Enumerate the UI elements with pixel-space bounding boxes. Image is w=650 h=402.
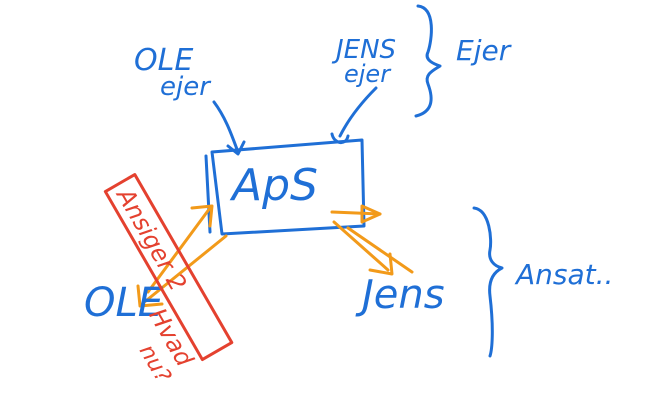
- owner-jens-name: JENS: [331, 35, 396, 65]
- owners-bracket-label: Ejer: [456, 34, 512, 67]
- owner-ole: OLE ejer: [134, 43, 212, 102]
- company-label: ApS: [229, 160, 318, 211]
- arrowhead-right-top: [360, 204, 382, 224]
- owner-ole-name: OLE: [134, 43, 193, 78]
- arrow-company-to-ole: [140, 234, 228, 306]
- red-annotation-box: [103, 173, 234, 362]
- arrow-jens-owner-to-company: [338, 86, 378, 138]
- owner-jens-role: ejer: [344, 60, 392, 88]
- arrow-right-top: [330, 210, 382, 216]
- employees-bracket: [472, 206, 504, 358]
- employees-bracket-label: Ansat..: [514, 258, 613, 291]
- arrow-ole-owner-to-company: [212, 100, 240, 154]
- arrow-jens-to-company: [346, 226, 414, 274]
- owner-ole-role: ejer: [160, 72, 212, 102]
- arrowhead-ole-owner: [226, 140, 246, 156]
- owner-jens: JENS ejer: [331, 35, 396, 88]
- arrow-company-to-jens: [332, 220, 390, 272]
- employee-ole-name: OLE: [84, 280, 164, 326]
- owners-bracket: [414, 4, 442, 118]
- arrowhead-company-to-ole: [136, 284, 164, 308]
- employee-jens-name: Jens: [355, 272, 445, 318]
- arrowhead-company-to-jens: [368, 252, 394, 276]
- red-annotation-line1: Ansiger 2: [110, 182, 192, 296]
- arrowhead-ole-to-company: [190, 204, 214, 228]
- company-box: [210, 138, 366, 236]
